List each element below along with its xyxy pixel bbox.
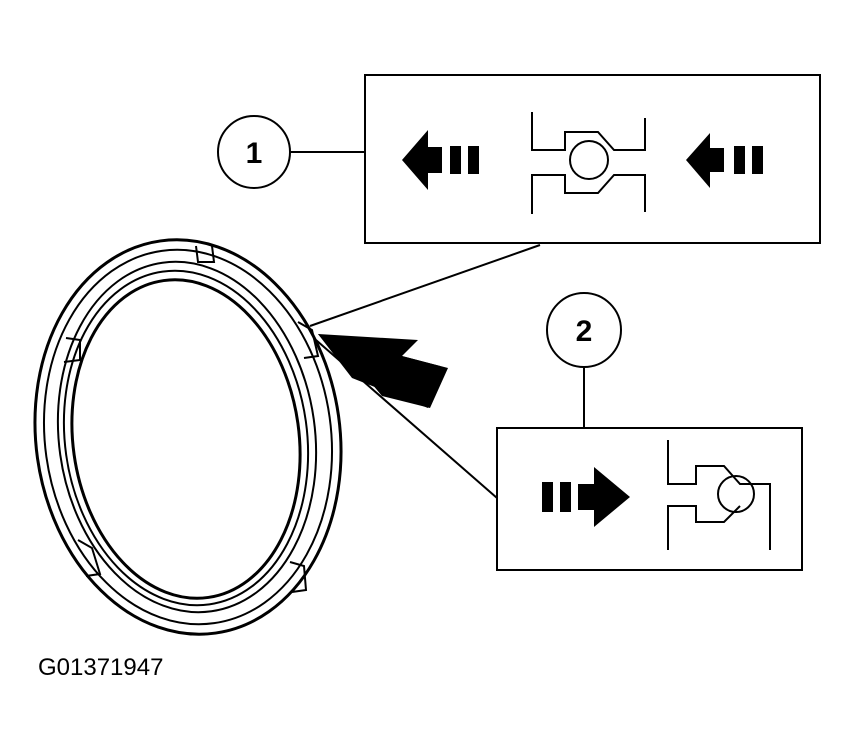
seal-ring — [33, 238, 343, 636]
callout-1-circle — [217, 115, 291, 189]
flow-arrow-left-2 — [686, 133, 763, 188]
ring-notch-top — [195, 245, 216, 263]
ring-notch-left-bottom — [77, 539, 102, 577]
detail-box-1 — [364, 74, 821, 244]
ring-notch-right-top — [297, 321, 320, 359]
ring-inner-step — [62, 269, 310, 607]
ring-inner-edge — [70, 278, 302, 600]
ring-notch-right-bottom — [289, 561, 308, 593]
callout-2-circle — [546, 292, 622, 368]
ring-groove — [56, 260, 318, 614]
ring-outer-lip — [42, 248, 334, 626]
callout-1-number: 1 — [246, 137, 263, 170]
figure-id-label: G01371947 — [38, 654, 164, 681]
ring-notch-left-top — [63, 337, 81, 363]
ring-outer-edge — [33, 238, 343, 636]
callout-1: 1 — [217, 115, 291, 189]
flow-arrow-left-1 — [402, 130, 479, 190]
large-pointer-arrow-head — [318, 334, 440, 408]
leader-line-box2 — [315, 339, 498, 499]
callout-2-number: 2 — [576, 315, 593, 348]
check-valve-open-detail — [531, 112, 646, 214]
flow-arrow-right — [542, 467, 630, 527]
callout-2: 2 — [546, 292, 622, 368]
detail-box-2 — [496, 427, 803, 571]
leader-line-box1 — [309, 244, 541, 327]
check-valve-closed-detail — [667, 440, 771, 550]
